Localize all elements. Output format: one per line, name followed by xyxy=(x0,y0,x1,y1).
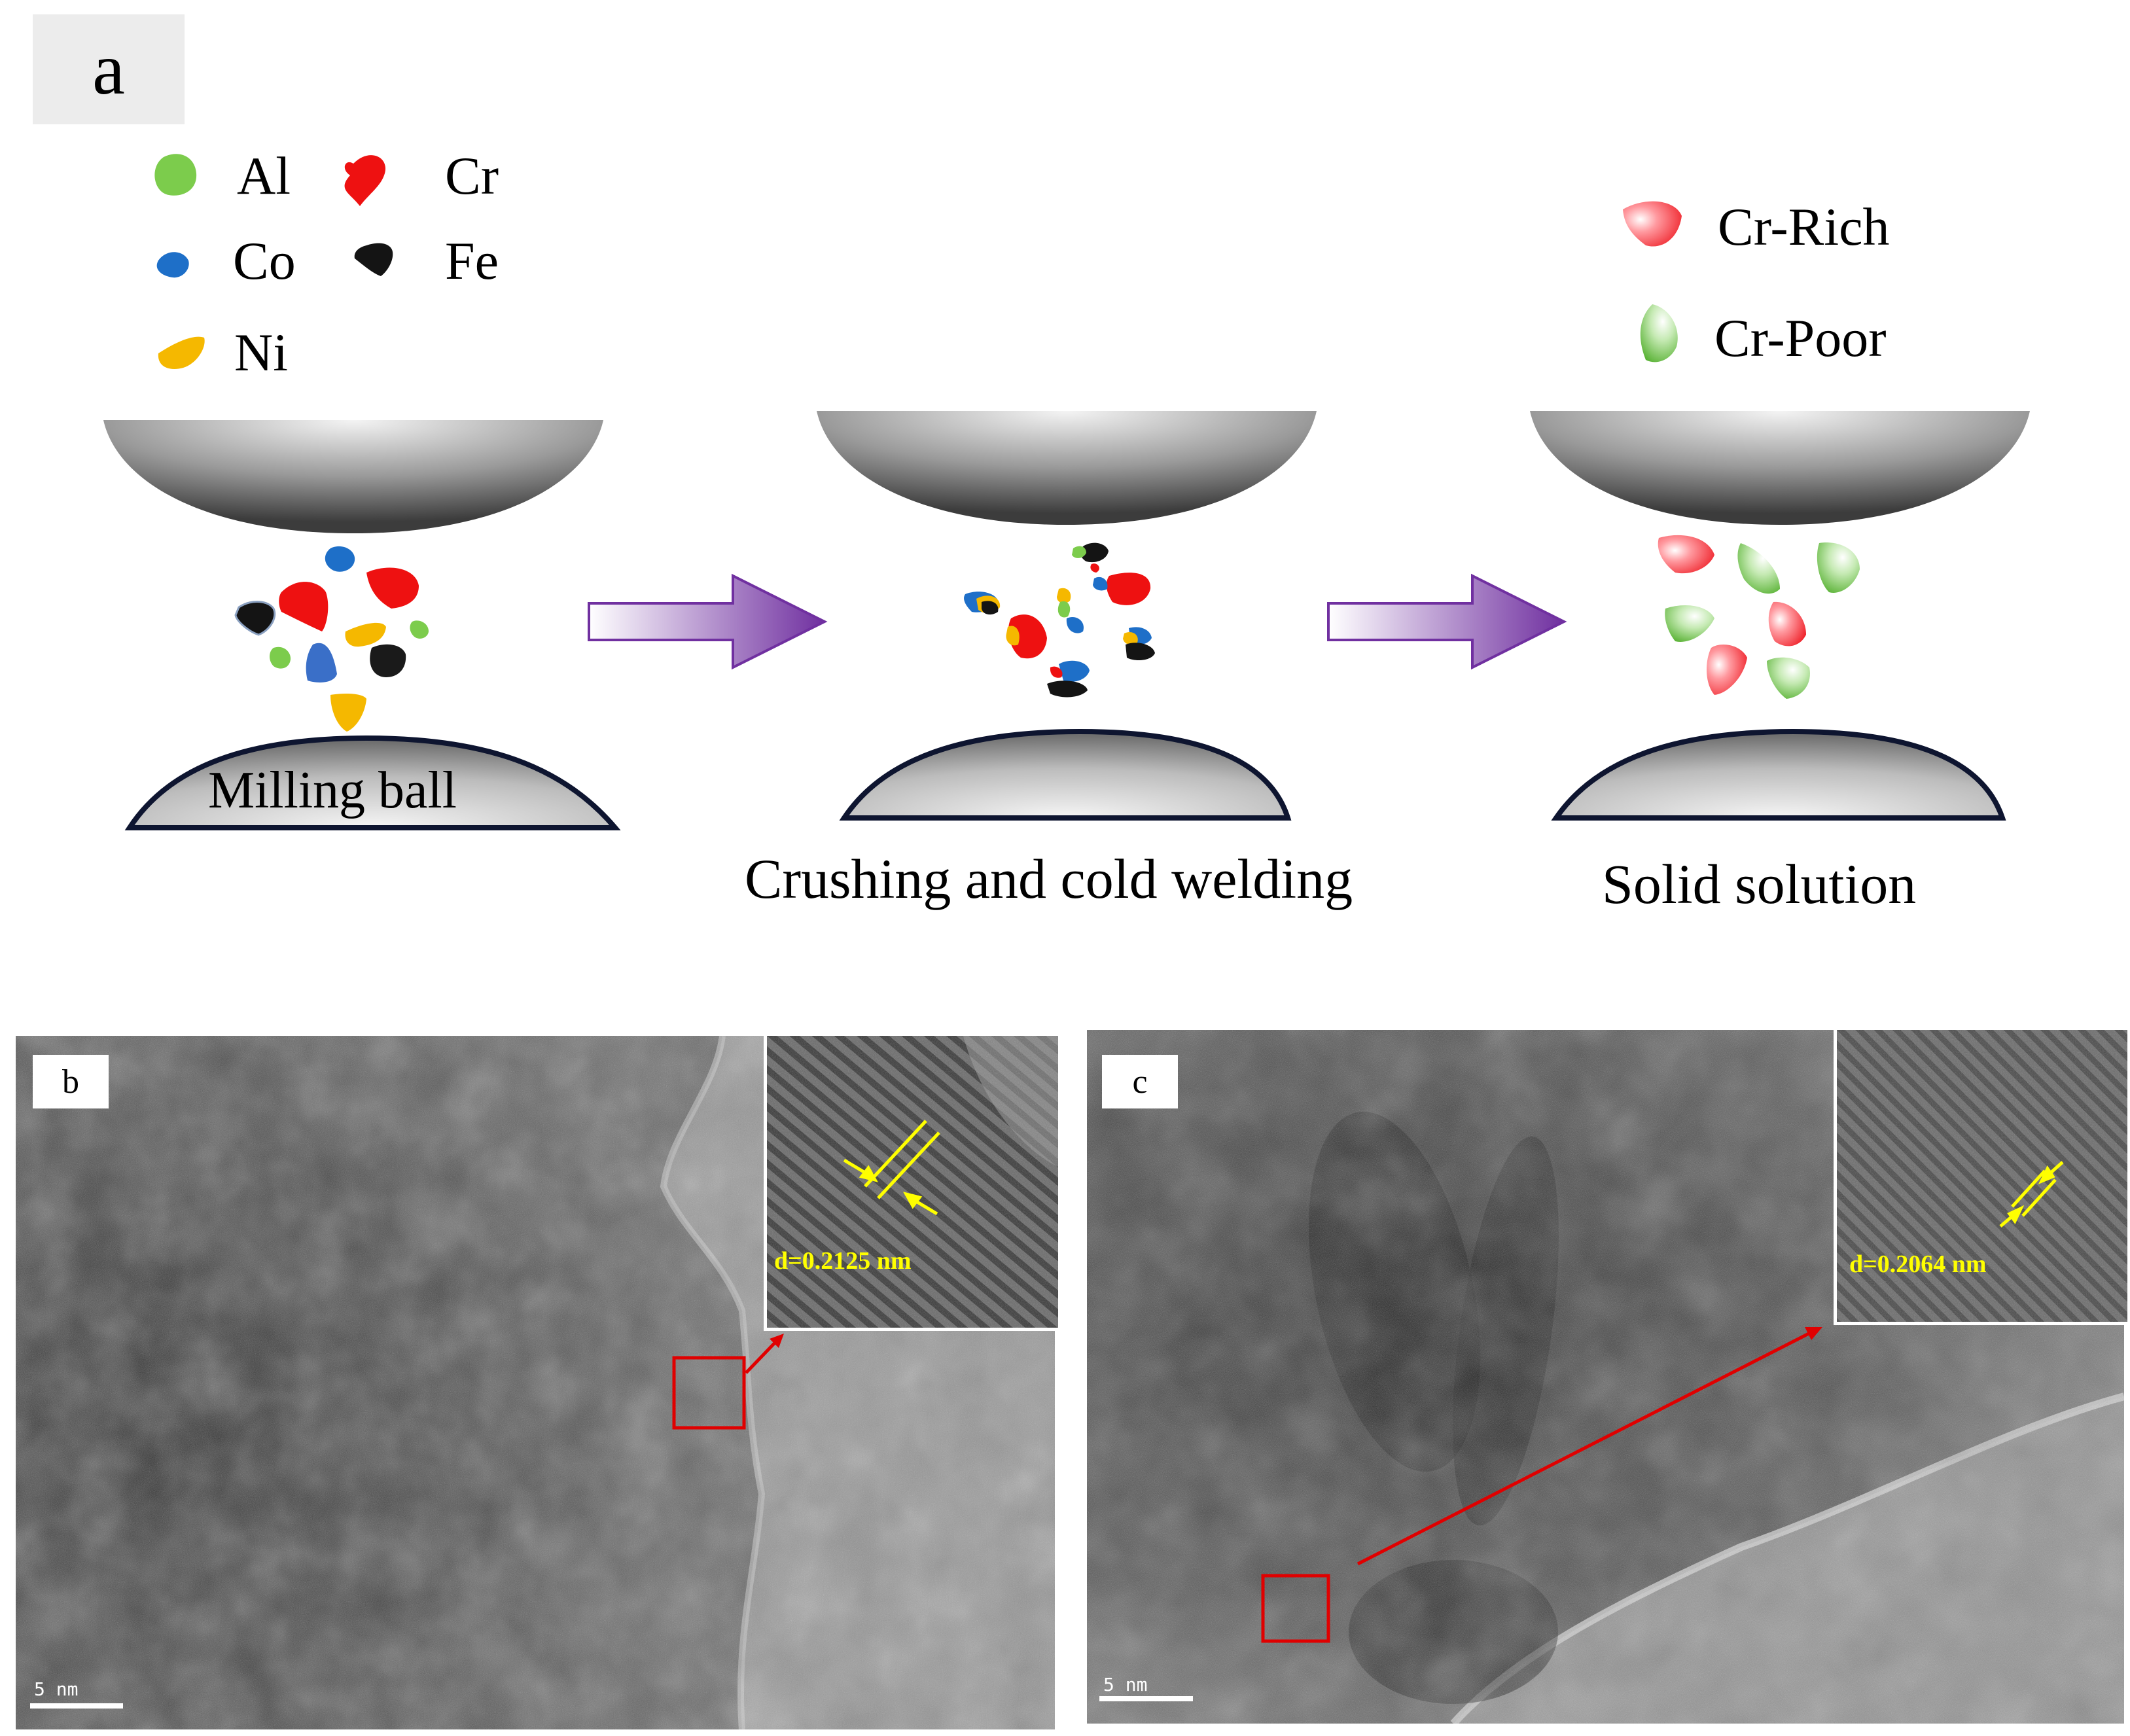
hrtem-inset-b xyxy=(764,1036,1058,1331)
selected-region-box-c xyxy=(1261,1574,1330,1643)
inset-pointer-arrow-b xyxy=(745,1339,779,1374)
process-arrow-1 xyxy=(588,573,828,670)
lattice-measure-b xyxy=(843,1120,940,1216)
ni-legend-swatch xyxy=(158,336,205,369)
hrtem-inset-c xyxy=(1834,1030,2127,1325)
solid-solution-caption: Solid solution xyxy=(1602,853,1917,915)
top-milling-ball-1 xyxy=(103,420,603,533)
fe-legend-swatch xyxy=(354,243,393,276)
stage1-powders xyxy=(234,546,429,732)
stage3-solid-solution-particles xyxy=(1658,535,1860,699)
d-spacing-label-c: d=0.2064 nm xyxy=(1849,1250,1987,1278)
scale-bar-b xyxy=(30,1703,123,1709)
cr-legend-swatch xyxy=(344,155,386,206)
scale-label-b: 5 nm xyxy=(34,1678,79,1700)
cr-rich-legend-swatch xyxy=(1623,201,1682,247)
panel-a-tag: a xyxy=(33,14,185,124)
scale-bar-c xyxy=(1099,1696,1193,1701)
d-spacing-label-b: d=0.2125 nm xyxy=(774,1247,912,1275)
ni-legend-label: Ni xyxy=(234,323,288,382)
cr-legend-label: Cr xyxy=(445,146,499,205)
phase-legend-shapes xyxy=(1623,201,1682,363)
cr-poor-legend-swatch xyxy=(1640,304,1678,363)
inset-pointer-arrow-c xyxy=(1357,1330,1814,1566)
lattice-measure-c xyxy=(1999,1161,2064,1228)
cr-poor-legend-label: Cr-Poor xyxy=(1714,308,1887,368)
crushing-cold-welding-caption: Crushing and cold welding xyxy=(745,847,1353,910)
bottom-milling-ball-2 xyxy=(839,728,1292,821)
co-legend-label: Co xyxy=(233,231,296,291)
panel-b-tag: b xyxy=(33,1055,109,1108)
fe-legend-label: Fe xyxy=(445,231,499,291)
al-legend-label: Al xyxy=(237,146,291,205)
top-milling-ball-3 xyxy=(1530,411,2030,525)
panel-c-tag: c xyxy=(1102,1055,1178,1108)
process-arrow-2 xyxy=(1327,573,1567,670)
cr-rich-legend-label: Cr-Rich xyxy=(1718,197,1890,257)
scale-label-c: 5 nm xyxy=(1103,1674,1148,1695)
co-legend-swatch xyxy=(156,252,189,278)
region-marker-c xyxy=(1261,1327,1822,1643)
element-legend-shapes xyxy=(154,154,393,369)
top-milling-ball-2 xyxy=(817,411,1317,525)
selected-region-box-b xyxy=(672,1356,746,1430)
milling-schematic xyxy=(103,411,2030,830)
stage2-composite-particles xyxy=(964,542,1155,698)
region-marker-b xyxy=(672,1334,784,1430)
milling-ball-label: Milling ball xyxy=(208,762,457,819)
bottom-milling-ball-1 xyxy=(124,735,621,830)
al-legend-swatch xyxy=(154,154,197,196)
bottom-milling-ball-3 xyxy=(1551,728,2006,821)
